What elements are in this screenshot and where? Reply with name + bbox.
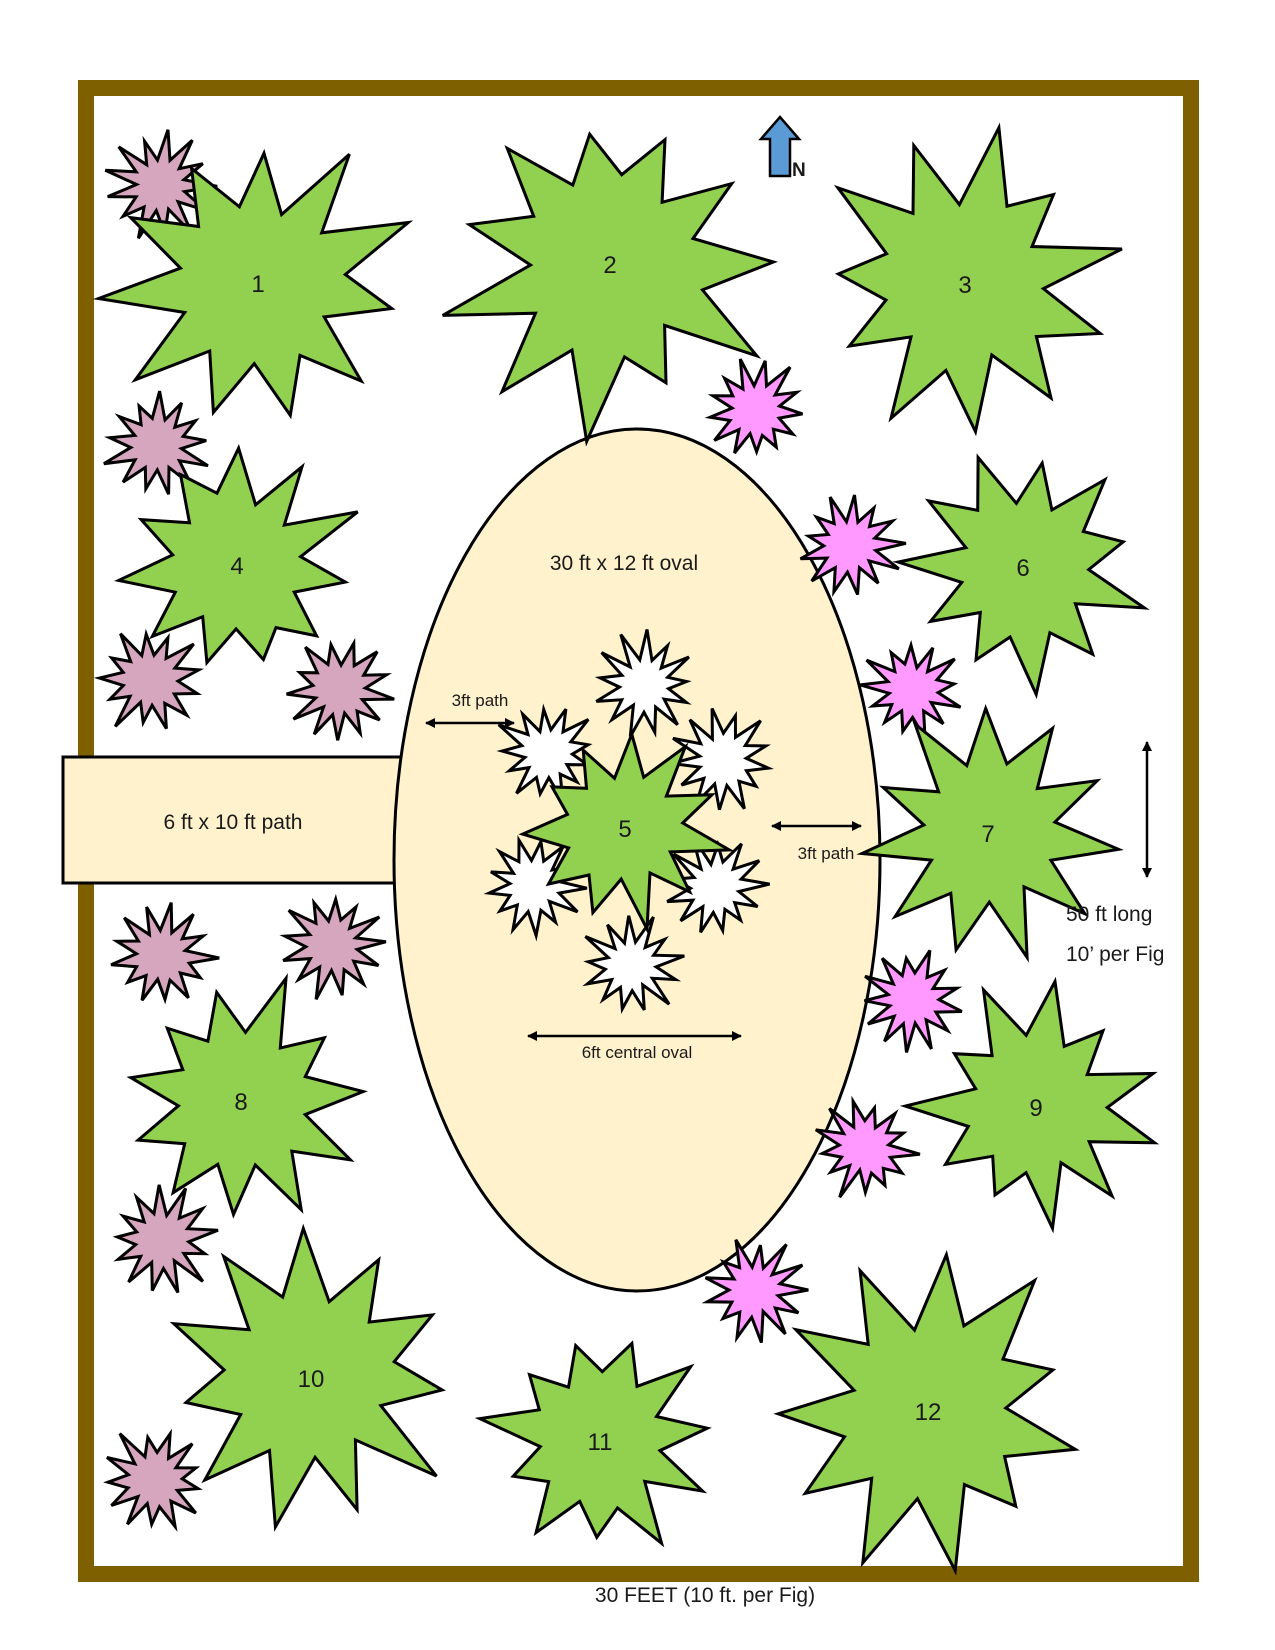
white-plant (671, 707, 774, 811)
pink-plant (701, 1239, 809, 1344)
pink-plant (864, 949, 963, 1053)
pink-plant (704, 358, 803, 457)
fig-number-1: 1 (251, 271, 264, 298)
length-label-line2: 10’ per Fig (1066, 943, 1164, 966)
fig-tree-2 (441, 131, 779, 447)
mauve-plant (279, 893, 387, 1001)
fig-number-2: 2 (603, 252, 616, 279)
fig-number-12: 12 (915, 1399, 942, 1426)
fig-tree-8 (126, 973, 368, 1219)
fig-number-10: 10 (298, 1366, 325, 1393)
central-oval-label: 6ft central oval (582, 1043, 693, 1062)
fig-tree-3 (833, 122, 1123, 437)
oval-size-label: 30 ft x 12 ft oval (550, 552, 698, 575)
fig-number-8: 8 (234, 1089, 247, 1116)
fig-number-3: 3 (958, 272, 971, 299)
fig-tree-7 (856, 704, 1124, 963)
mauve-plant (286, 637, 395, 741)
pink-plant (859, 639, 962, 740)
fig-tree-12 (773, 1249, 1080, 1576)
mauve-plant (110, 902, 220, 1005)
fig-number-9: 9 (1029, 1095, 1042, 1122)
fig-number-6: 6 (1016, 555, 1029, 582)
fig-tree-10 (169, 1223, 446, 1532)
fig-tree-4 (114, 444, 359, 667)
width-label: 30 FEET (10 ft. per Fig) (595, 1584, 815, 1607)
fig-number-5: 5 (618, 816, 631, 843)
pink-plant (814, 1095, 921, 1199)
white-plant (666, 835, 770, 936)
white-plant (594, 629, 692, 738)
path-right-label: 3ft path (798, 844, 855, 863)
path-left-label: 3ft path (452, 691, 509, 710)
fig-tree-6 (892, 453, 1150, 700)
fig-tree-1 (92, 148, 414, 420)
white-plant (582, 915, 685, 1015)
mauve-plant (112, 1184, 219, 1294)
entry-path (61, 755, 410, 885)
north-arrow-icon: N (758, 115, 806, 181)
mauve-plant (93, 628, 205, 730)
mauve-plant (103, 1428, 203, 1532)
fig-number-4: 4 (230, 553, 243, 580)
fig-number-7: 7 (981, 821, 994, 848)
pink-plant (799, 494, 907, 598)
fig-tree-5 (518, 729, 735, 935)
white-plant (483, 834, 588, 942)
fig-tree-9 (899, 976, 1160, 1234)
fig-number-11: 11 (588, 1429, 613, 1456)
length-label-line1: 50 ft long (1066, 903, 1152, 926)
entry-path-label: 6 ft x 10 ft path (164, 811, 303, 834)
fig-tree-11 (474, 1340, 712, 1548)
compass-label: N (792, 160, 806, 181)
